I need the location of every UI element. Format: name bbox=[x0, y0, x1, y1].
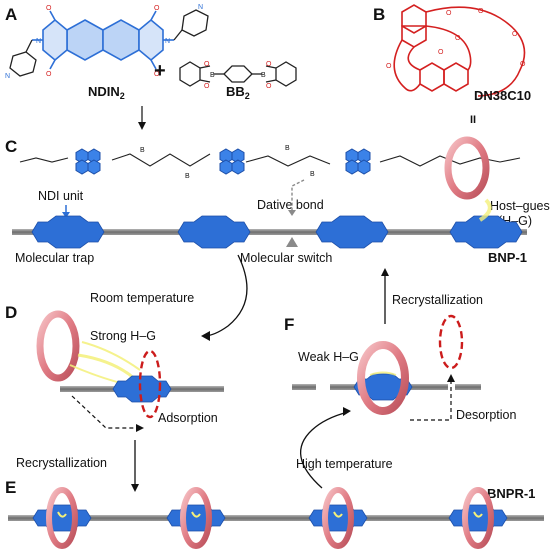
panel-label-b: B bbox=[373, 5, 385, 24]
arrow-high-temperature bbox=[299, 407, 351, 489]
molecular-switch-marker bbox=[286, 237, 298, 247]
adsorption-label: Adsorption bbox=[158, 411, 218, 425]
arrow-recrystallization-down bbox=[131, 440, 139, 492]
crown-o-5: O bbox=[494, 91, 500, 98]
dashed-ring-adsorption bbox=[138, 349, 162, 419]
dn38c10-structure bbox=[393, 4, 526, 97]
ndi-unit-c-3 bbox=[315, 215, 389, 249]
arrow-recrystallization-up bbox=[381, 268, 389, 324]
plus-sign: + bbox=[154, 60, 166, 82]
panel-label-c: C bbox=[5, 137, 17, 156]
polymer-chain-e bbox=[8, 515, 544, 521]
molecular-trap-label: Molecular trap bbox=[15, 251, 94, 265]
ndi-unit-arrow bbox=[62, 205, 70, 218]
dn38c10-label: DN38C10 bbox=[474, 88, 531, 103]
dative-bond-label: Dative bond bbox=[257, 198, 324, 212]
carbonyl-o-2: O bbox=[46, 71, 52, 78]
rotaxane-unit-3 bbox=[308, 487, 368, 549]
ndi-unit-label: NDI unit bbox=[38, 189, 84, 203]
bb2-boron-2: B bbox=[261, 72, 266, 79]
arrow-room-temperature bbox=[201, 254, 248, 341]
crown-o-3: O bbox=[512, 31, 518, 38]
ndin2-structure: O O O O N N N N bbox=[5, 4, 209, 80]
ndin2-label: NDIN2 bbox=[88, 84, 125, 101]
boron-atom-2: B bbox=[185, 173, 190, 180]
imide-n-2: N bbox=[165, 38, 170, 45]
crown-o-2: O bbox=[478, 8, 484, 15]
molecular-switch-label: Molecular switch bbox=[240, 251, 332, 265]
crown-o-1: O bbox=[446, 10, 452, 17]
dashed-ring-desorption bbox=[438, 314, 464, 370]
dative-bond-connector bbox=[288, 179, 305, 216]
arrow-desorption bbox=[410, 374, 455, 421]
bb2-o-4: O bbox=[266, 83, 272, 90]
macrocycle-ring-c bbox=[444, 136, 492, 222]
carbonyl-o-4: O bbox=[154, 71, 160, 78]
rotaxane-unit-4 bbox=[448, 487, 508, 549]
recrystallization-down-label: Recrystallization bbox=[16, 456, 107, 470]
bb2-o-1: O bbox=[204, 61, 210, 68]
crown-o-8: O bbox=[438, 49, 444, 56]
ndi-molecule-2 bbox=[219, 148, 245, 175]
bnpr1-label: BNPR-1 bbox=[487, 486, 535, 501]
strong-hg-label: Strong H–G bbox=[90, 329, 156, 343]
room-temperature-label: Room temperature bbox=[90, 291, 194, 305]
ndi-molecule-3 bbox=[345, 148, 371, 175]
carbonyl-o-1: O bbox=[46, 5, 52, 12]
panel-label-a: A bbox=[5, 5, 17, 24]
ndi-unit-c-2 bbox=[177, 215, 251, 249]
pyridine-n-right: N bbox=[198, 4, 203, 11]
desorption-label: Desorption bbox=[456, 408, 516, 422]
polymer-chain-c bbox=[12, 229, 527, 235]
imide-n-1: N bbox=[36, 38, 41, 45]
bb2-o-3: O bbox=[266, 61, 272, 68]
crown-o-6: O bbox=[386, 63, 392, 70]
panel-label-f: F bbox=[284, 315, 294, 334]
rotaxane-unit-1 bbox=[32, 487, 92, 549]
host-guest-label-1: Host–guest bbox=[490, 199, 550, 213]
bb2-label: BB2 bbox=[226, 84, 250, 101]
dn38c10-id: II bbox=[470, 114, 476, 126]
boron-atom-1: B bbox=[140, 147, 145, 154]
rotaxane-unit-2 bbox=[166, 487, 226, 549]
bb2-structure bbox=[179, 61, 297, 87]
bnp1-label: BNP-1 bbox=[488, 250, 527, 265]
carbonyl-o-3: O bbox=[154, 5, 160, 12]
weak-hg-label: Weak H–G bbox=[298, 350, 359, 364]
recrystallization-up-label: Recrystallization bbox=[392, 293, 483, 307]
bb2-boron-1: B bbox=[210, 72, 215, 79]
high-temperature-label: High temperature bbox=[296, 457, 393, 471]
panel-label-d: D bbox=[5, 303, 17, 322]
pyridine-n-left: N bbox=[5, 73, 10, 80]
boron-atom-3: B bbox=[285, 145, 290, 152]
macrocycle-ring-d bbox=[36, 310, 80, 382]
reaction-arrow-down bbox=[138, 106, 146, 130]
crown-o-7: O bbox=[455, 35, 461, 42]
ndi-molecule-1 bbox=[75, 148, 101, 175]
panel-label-e: E bbox=[5, 478, 16, 497]
macrocycle-ring-f bbox=[357, 341, 409, 415]
ndi-unit-c-1 bbox=[31, 215, 105, 249]
arrow-adsorption bbox=[71, 395, 144, 432]
bb2-o-2: O bbox=[204, 83, 210, 90]
boron-atom-4: B bbox=[310, 171, 315, 178]
crown-o-4: O bbox=[520, 61, 526, 68]
